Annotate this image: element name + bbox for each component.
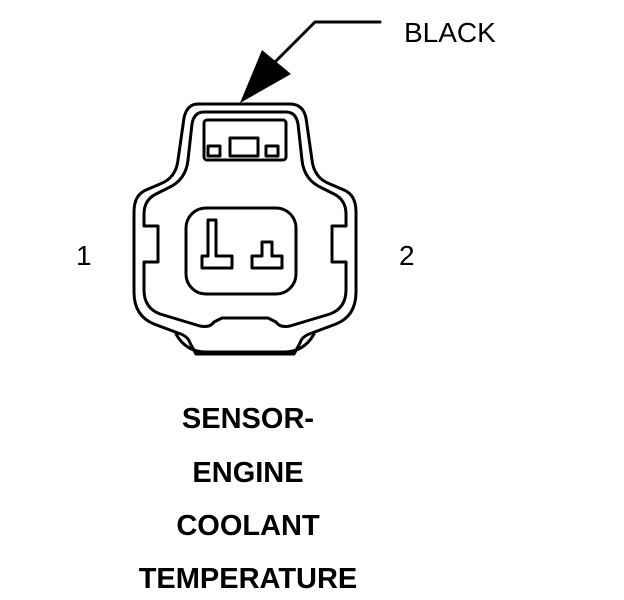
connector-housing [132,102,358,356]
terminal-2 [250,240,284,270]
component-title: SENSOR- ENGINE COOLANT TEMPERATURE [139,403,358,595]
connector-mating-face [184,206,298,296]
title-line-2: ENGINE [192,457,303,489]
callout-leader [240,20,382,103]
pin-2-label: 2 [399,240,415,271]
connector-bottom-lip [174,332,316,354]
pin-1-label: 1 [76,240,92,271]
locking-tab [202,118,288,162]
terminal-1 [200,218,234,270]
title-line-1: SENSOR- [182,403,314,435]
connector-outer-shell [132,102,358,356]
connector-inner-shell [142,110,348,328]
callout-arrowhead [240,50,291,103]
callout-label: BLACK [404,17,496,48]
title-line-4: TEMPERATURE [139,563,358,595]
title-line-3: COOLANT [176,510,320,542]
